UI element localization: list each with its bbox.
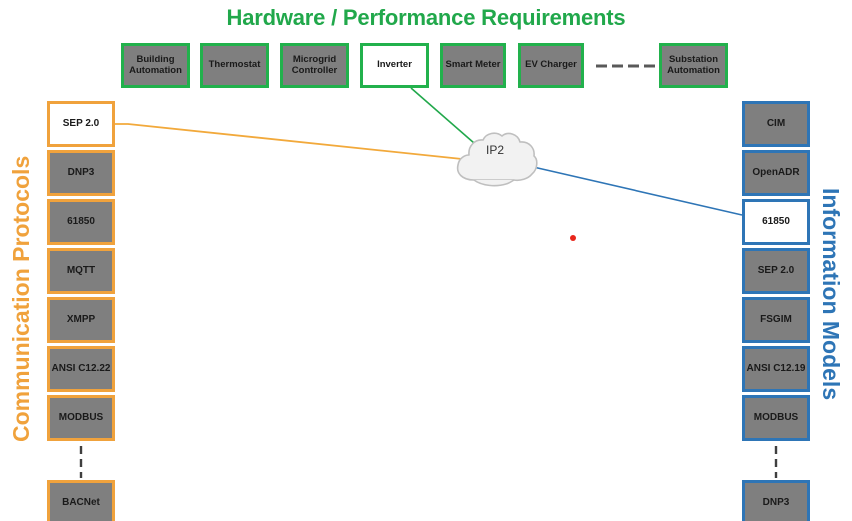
hardware-box-label: Building Automation bbox=[129, 53, 182, 76]
protocol-box-label: MODBUS bbox=[58, 412, 104, 424]
hardware-ellipsis-dashes bbox=[596, 64, 658, 68]
protocol-box-label: BACNet bbox=[62, 497, 100, 509]
hardware-box-label: Thermostat bbox=[208, 59, 261, 71]
model-box-dnp3[interactable]: DNP3 bbox=[742, 480, 810, 521]
link-cloud-to-61850 bbox=[528, 165, 743, 216]
protocol-box-xmpp[interactable]: XMPP bbox=[47, 297, 115, 343]
model-box-label: MODBUS bbox=[753, 412, 799, 424]
protocol-box-ansi-c12-22[interactable]: ANSI C12.22 bbox=[47, 346, 115, 392]
protocol-box-sep-2-0[interactable]: SEP 2.0 bbox=[47, 101, 115, 147]
protocol-box-label: XMPP bbox=[66, 314, 96, 326]
hardware-box-label: EV Charger bbox=[525, 59, 577, 71]
model-box-fsgim[interactable]: FSGIM bbox=[742, 297, 810, 343]
model-box-label: FSGIM bbox=[760, 314, 792, 326]
hardware-box-label: Substation Automation bbox=[667, 53, 720, 76]
information-models-caption: Information Models bbox=[818, 188, 844, 401]
hardware-box-ev-charger[interactable]: EV Charger bbox=[518, 43, 584, 88]
model-box-label: DNP3 bbox=[762, 497, 790, 509]
model-box-cim[interactable]: CIM bbox=[742, 101, 810, 147]
network-cloud-icon[interactable] bbox=[452, 130, 538, 192]
hardware-box-label: Inverter bbox=[377, 59, 412, 71]
red-dot-marker bbox=[570, 235, 576, 241]
model-box-openadr[interactable]: OpenADR bbox=[742, 150, 810, 196]
protocol-box-61850[interactable]: 61850 bbox=[47, 199, 115, 245]
hardware-box-inverter[interactable]: Inverter bbox=[360, 43, 429, 88]
protocol-box-label: MQTT bbox=[66, 265, 96, 277]
model-box-label: OpenADR bbox=[752, 167, 800, 179]
protocol-box-mqtt[interactable]: MQTT bbox=[47, 248, 115, 294]
hardware-box-building-automation[interactable]: Building Automation bbox=[121, 43, 190, 88]
model-box-sep-2-0[interactable]: SEP 2.0 bbox=[742, 248, 810, 294]
protocol-box-label: DNP3 bbox=[67, 167, 95, 179]
model-box-modbus[interactable]: MODBUS bbox=[742, 395, 810, 441]
model-box-label: CIM bbox=[766, 118, 786, 130]
protocol-box-dnp3[interactable]: DNP3 bbox=[47, 150, 115, 196]
hardware-box-label: Microgrid Controller bbox=[291, 53, 338, 76]
model-box-label: 61850 bbox=[762, 216, 790, 228]
model-box-61850[interactable]: 61850 bbox=[742, 199, 810, 245]
protocol-box-label: ANSI C12.22 bbox=[51, 363, 111, 375]
hardware-box-label: Smart Meter bbox=[445, 59, 501, 71]
protocol-box-label: SEP 2.0 bbox=[62, 118, 100, 130]
link-sep20-to-cloud bbox=[115, 123, 463, 160]
communication-protocols-caption: Communication Protocols bbox=[8, 155, 34, 442]
protocol-box-bacnet[interactable]: BACNet bbox=[47, 480, 115, 521]
model-ellipsis-dashes bbox=[774, 446, 778, 478]
protocol-box-modbus[interactable]: MODBUS bbox=[47, 395, 115, 441]
hardware-box-substation-automation[interactable]: Substation Automation bbox=[659, 43, 728, 88]
model-box-label: ANSI C12.19 bbox=[746, 363, 806, 375]
hardware-box-microgrid-controller[interactable]: Microgrid Controller bbox=[280, 43, 349, 88]
hardware-box-smart-meter[interactable]: Smart Meter bbox=[440, 43, 506, 88]
model-box-label: SEP 2.0 bbox=[757, 265, 795, 277]
protocol-ellipsis-dashes bbox=[79, 446, 83, 478]
model-box-ansi-c12-19[interactable]: ANSI C12.19 bbox=[742, 346, 810, 392]
hardware-box-thermostat[interactable]: Thermostat bbox=[200, 43, 269, 88]
protocol-box-label: 61850 bbox=[67, 216, 95, 228]
page-title: Hardware / Performance Requirements bbox=[226, 5, 626, 30]
